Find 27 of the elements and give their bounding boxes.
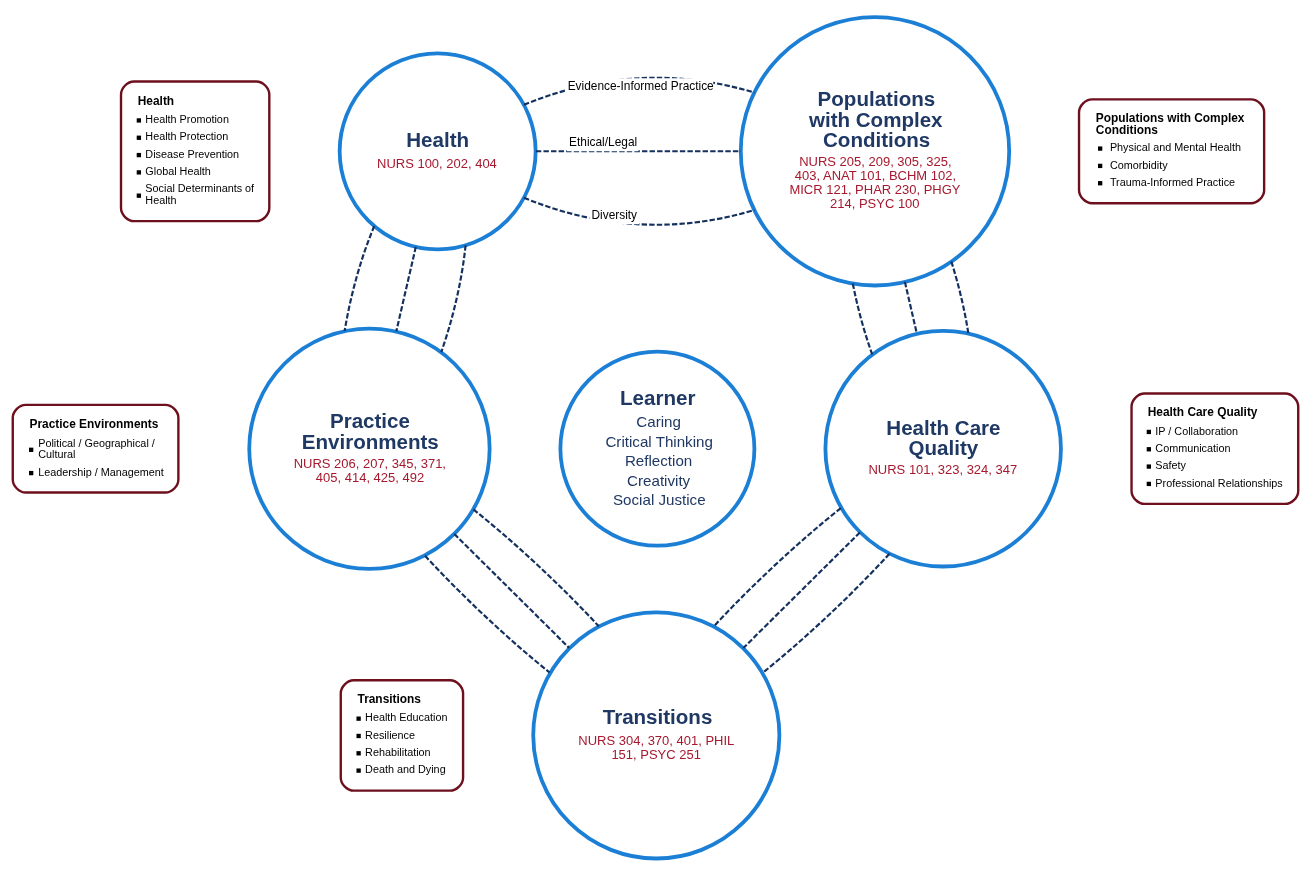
connector <box>950 260 970 334</box>
node-circle: Health Care Quality NURS 101, 323, 324, 347 <box>823 328 1063 568</box>
connector <box>472 508 600 627</box>
connector <box>424 554 551 673</box>
node-box: Populations with Complex Conditions Physical and Mental Health Comorbidity Trauma-Informed Practice <box>1077 97 1266 204</box>
node-box: Transitions Health Education Resilience Rehabilitation Death and Dying <box>339 678 465 792</box>
edge-label: Ethical/Legal <box>569 134 638 149</box>
connector <box>440 244 467 352</box>
node-circle: Learner Caring Critical Thinking Reflection Creativity Social Justice <box>558 349 757 548</box>
node-circle: Populations with Complex Conditions NURS 205, 209, 305, 325, 403, ANAT 101, BCHM 102, MICR 121, PHAR 230, PHGY 214, PSYC 100 <box>738 14 1012 287</box>
node-box: Health Care Quality IP / Collaboration Communication Safety Professional Relationships <box>1130 391 1300 505</box>
edge-label: Evidence-Informed Practice <box>567 78 714 93</box>
connector <box>343 225 376 331</box>
connector <box>712 506 842 627</box>
connector <box>903 281 918 334</box>
connector <box>742 531 861 649</box>
node-circle: Practice Environments NURS 206, 207, 345, 371, 405, 414, 425, 492 <box>247 326 492 571</box>
node-box: Practice Environments Political / Geographical / Cultural Leadership / Management <box>11 403 180 494</box>
connector <box>535 149 741 152</box>
node-box: Health Health Promotion Health Protection Disease Prevention Global Health Social Determinants of Health <box>119 79 271 222</box>
edge-label: Diversity <box>591 207 638 222</box>
connector <box>851 282 874 355</box>
node-circle: Transitions NURS 304, 370, 401, PHIL 151, PSYC 251 <box>531 609 782 860</box>
connector <box>395 246 417 332</box>
connector <box>761 552 891 674</box>
node-circle: Health NURS 100, 202, 404 <box>337 50 538 251</box>
connector <box>453 532 570 649</box>
